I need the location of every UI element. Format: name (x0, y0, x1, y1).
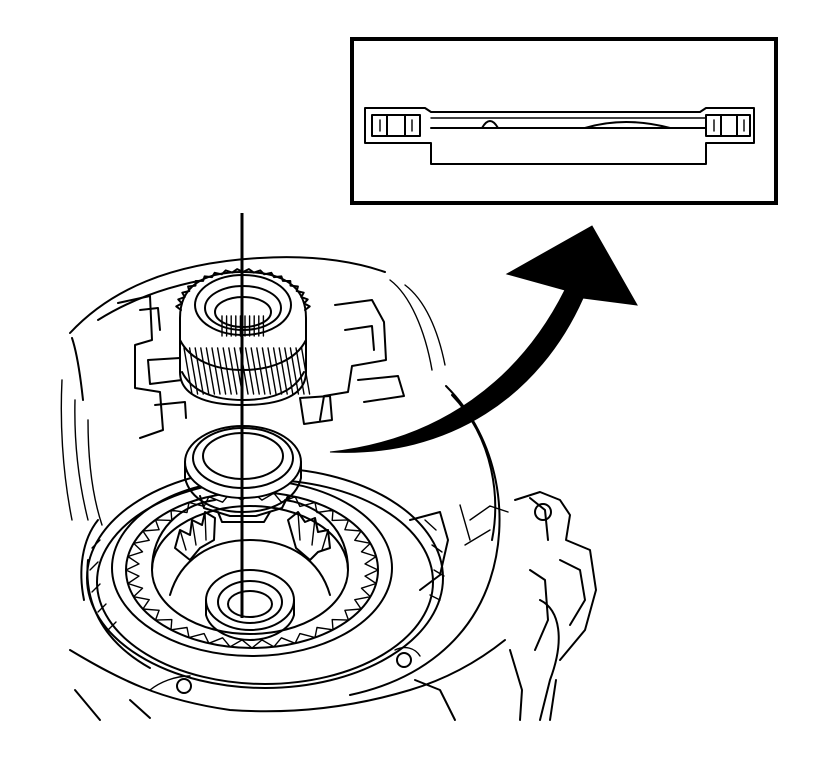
detail-frame (350, 37, 778, 205)
callout-arrow (329, 225, 638, 453)
planetary-carrier (151, 499, 349, 641)
bearing-section-detail (350, 37, 778, 205)
transmission-case (60, 256, 597, 721)
bearing-cross-section (364, 107, 755, 165)
